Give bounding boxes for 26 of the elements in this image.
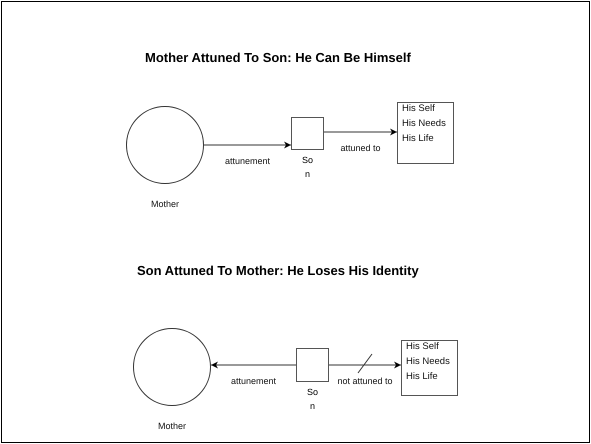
arrow bbox=[328, 362, 402, 368]
arrow bbox=[324, 128, 398, 136]
list-item: His Self bbox=[406, 342, 440, 353]
circle-shape bbox=[133, 328, 211, 406]
section-heading: Mother Attuned To Son: He Can Be Himself bbox=[145, 50, 411, 65]
section-heading: Son Attuned To Mother: He Loses His Identity bbox=[137, 263, 419, 278]
square-box bbox=[296, 348, 329, 382]
edge-label: attunement bbox=[225, 156, 270, 166]
edge-label: not attuned to bbox=[338, 376, 393, 386]
node-caption: Son bbox=[306, 386, 318, 412]
node-caption: Son bbox=[302, 154, 314, 180]
list-item: His Needs bbox=[402, 118, 447, 130]
node-caption: Mother bbox=[158, 421, 186, 431]
list-box bbox=[397, 102, 454, 164]
edge-label: attuned to bbox=[340, 143, 381, 153]
list-box bbox=[401, 340, 458, 396]
list-item: His Needs bbox=[406, 356, 451, 368]
edge-label: attunement bbox=[231, 376, 276, 386]
circle-shape bbox=[126, 106, 204, 184]
list-item: His Life bbox=[406, 372, 439, 383]
node-caption: Mother bbox=[151, 199, 180, 209]
arrow bbox=[204, 142, 292, 148]
list-item: His Life bbox=[402, 134, 435, 145]
square-box bbox=[291, 117, 324, 150]
list-item: His Self bbox=[402, 104, 436, 115]
arrow bbox=[210, 362, 296, 368]
